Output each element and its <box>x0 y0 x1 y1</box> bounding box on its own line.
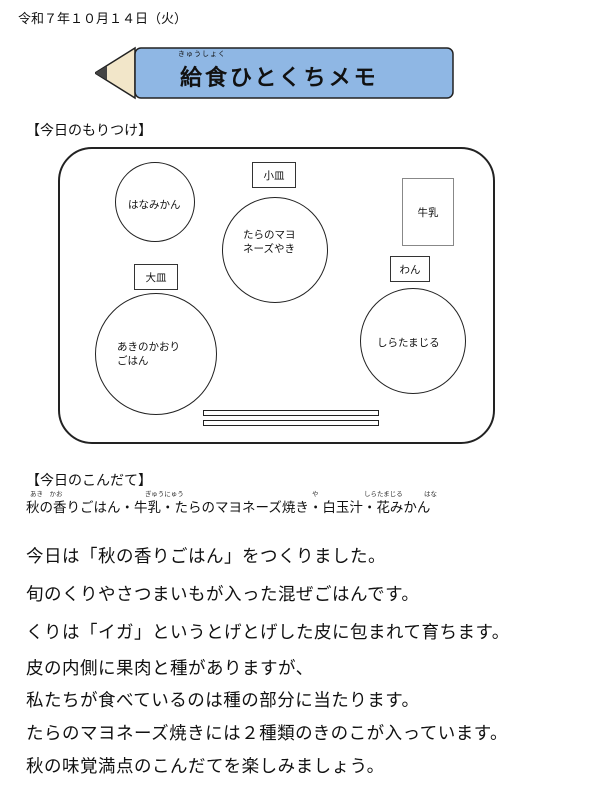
memo-line-5: 私たちが食べているのは種の部分に当たります。 <box>26 691 420 711</box>
memo-line-1: 今日は「秋の香りごはん」をつくりました。 <box>26 547 386 567</box>
label-ozara: 大皿 <box>134 264 178 290</box>
chopstick-upper <box>203 410 379 416</box>
plate-hanamikan <box>115 162 195 242</box>
chopstick-lower <box>203 420 379 426</box>
label-shiratamajiru: しらたまじる <box>377 337 440 349</box>
label-wan: わん <box>390 256 430 282</box>
date: 令和７年１０月１４日（火） <box>18 12 188 27</box>
bowl-wan <box>360 288 466 394</box>
label-hanamikan: はなみかん <box>128 199 181 211</box>
plate-ozara <box>95 293 217 415</box>
pencil-banner <box>95 46 454 100</box>
label-tara-1: たらのマヨ <box>243 229 296 241</box>
menu-ruby-gyunyu: ぎゅうにゅう <box>145 490 184 498</box>
memo-line-2: 旬のくりやさつまいもが入った混ぜごはんです。 <box>26 585 420 605</box>
memo-line-7: 秋の味覚満点のこんだてを楽しみましょう。 <box>26 757 385 777</box>
label-gohan-2: ごはん <box>117 355 149 367</box>
memo-line-4: 皮の内側に果肉と種がありますが、 <box>26 659 314 679</box>
pencil-body <box>134 47 454 99</box>
menu-ruby-shiratama: しらたまじる <box>364 490 403 498</box>
title-ruby: きゅうしょく <box>178 50 226 58</box>
pencil-lead-tip <box>95 66 107 80</box>
page-title: 給食ひとくちメモ <box>180 66 379 91</box>
plate-kozara <box>222 197 328 303</box>
tray-outline <box>58 147 495 444</box>
section-tray-heading: 【今日のもりつけ】 <box>26 123 153 139</box>
menu-text: 秋の香りごはん・牛乳・たらのマヨネーズ焼き・白玉汁・花みかん <box>26 500 431 516</box>
memo-line-6: たらのマヨネーズ焼きには２種類のきのこが入っています。 <box>26 724 508 744</box>
label-gohan-1: あきのかおり <box>117 341 180 353</box>
menu-ruby-yaki: や <box>312 490 319 498</box>
label-kozara: 小皿 <box>252 162 296 188</box>
label-tara-2: ネーズやき <box>243 243 295 255</box>
memo-line-3: くりは「イガ」というとげとげした皮に包まれて育ちます。 <box>26 623 510 643</box>
menu-ruby-hana: はな <box>424 490 437 498</box>
section-menu-heading: 【今日のこんだて】 <box>26 473 152 489</box>
milk-carton: 牛乳 <box>402 178 454 246</box>
label-gyunyu: 牛乳 <box>417 206 439 219</box>
menu-ruby-aki: あき かお <box>30 490 63 498</box>
